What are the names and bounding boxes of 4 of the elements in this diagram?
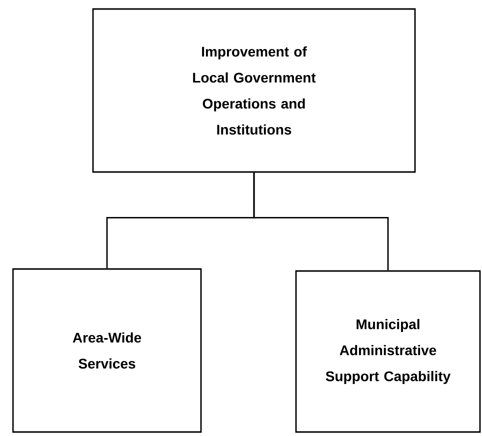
connector-line <box>253 172 389 270</box>
org-box: Municipal Administrative Support Capability <box>295 270 481 433</box>
org-box: Improvement of Local Government Operations and Institutions <box>92 8 416 173</box>
org-box: Area-Wide Services <box>12 268 202 433</box>
